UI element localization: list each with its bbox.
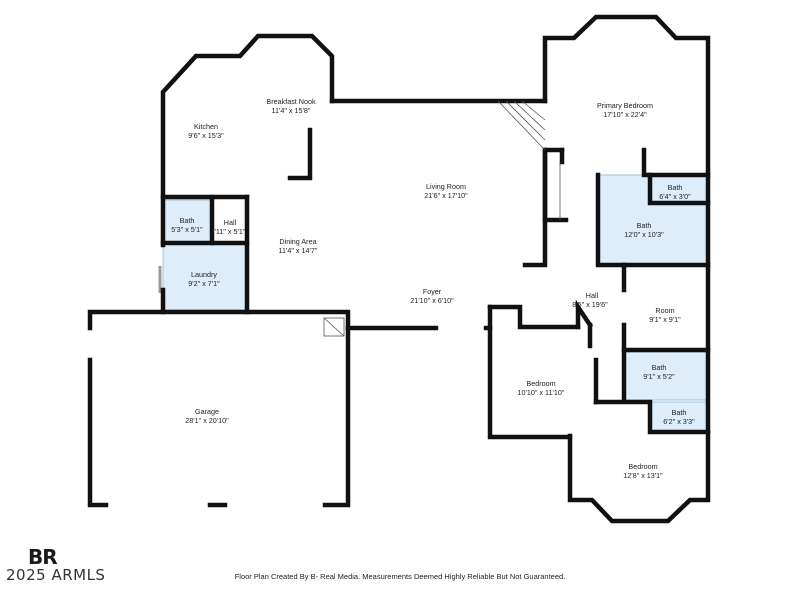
room-name-hall-right: Hall xyxy=(586,291,599,300)
room-dims-room: 9'1" x 9'1" xyxy=(649,315,681,324)
laundry-fill xyxy=(162,243,247,311)
room-dims-primary-bath: 12'0" x 10'3" xyxy=(624,230,664,239)
room-name-kitchen: Kitchen xyxy=(194,122,218,131)
room-dims-hall-right: 8'5" x 19'6" xyxy=(572,300,608,309)
room-dims-hall-bath: 9'1" x 5'2" xyxy=(643,372,675,381)
room-name-breakfast-nook: Breakfast Nook xyxy=(266,97,316,106)
room-name-bath-small: Bath xyxy=(668,183,683,192)
room-name-room: Room xyxy=(655,306,674,315)
room-dims-laundry: 9'2" x 7'1" xyxy=(188,279,220,288)
footer-caption: Floor Plan Created By B- Real Media. Mea… xyxy=(234,572,566,581)
room-dims-garage: 28'1" x 20'10" xyxy=(185,416,229,425)
details xyxy=(323,100,561,337)
room-dims-bedroom-right: 12'8" x 13'1" xyxy=(623,471,663,480)
room-name-foyer: Foyer xyxy=(423,287,442,296)
room-dims-bedroom-left: 10'10" x 11'10" xyxy=(518,388,565,397)
room-dims-bath-left: 5'3" x 5'1" xyxy=(171,225,203,234)
room-dims-kitchen: 9'6" x 15'3" xyxy=(188,131,224,140)
copyright-text: 2025 ARMLS xyxy=(6,566,106,584)
room-dims-hall-left: 3'11" x 5'1" xyxy=(211,227,246,236)
hall-bath-fill xyxy=(623,351,709,401)
wet-room-fills xyxy=(162,174,709,433)
room-name-laundry: Laundry xyxy=(191,270,217,279)
room-dims-primary-bedroom: 17'10" x 22'4" xyxy=(603,110,647,119)
room-name-garage: Garage xyxy=(195,407,219,416)
walls xyxy=(87,14,711,524)
room-name-bedroom-bath: Bath xyxy=(672,408,687,417)
room-dims-foyer: 21'10" x 6'10" xyxy=(410,296,454,305)
room-dims-dining-area: 11'4" x 14'7" xyxy=(279,246,318,255)
brand-logo: BR xyxy=(28,545,58,569)
room-dims-bedroom-bath: 6'2" x 3'3" xyxy=(663,417,695,426)
room-name-dining-area: Dining Area xyxy=(279,237,316,246)
room-name-living-room: Living Room xyxy=(426,182,466,191)
room-name-primary-bath: Bath xyxy=(637,221,652,230)
room-name-primary-bedroom: Primary Bedroom xyxy=(597,101,653,110)
room-dims-bath-small: 6'4" x 3'0" xyxy=(659,192,691,201)
room-name-bedroom-right: Bedroom xyxy=(628,462,657,471)
room-name-hall-left: Hall xyxy=(224,218,237,227)
room-labels: Breakfast Nook 11'4" x 15'8" Kitchen 9'6… xyxy=(171,97,695,480)
small-bath-fill xyxy=(649,174,709,204)
room-dims-breakfast-nook: 11'4" x 15'8" xyxy=(272,106,311,115)
room-name-bedroom-left: Bedroom xyxy=(526,379,555,388)
room-dims-living-room: 21'6" x 17'10" xyxy=(424,191,468,200)
room-name-hall-bath: Bath xyxy=(652,363,667,372)
room-name-bath-left: Bath xyxy=(180,216,195,225)
